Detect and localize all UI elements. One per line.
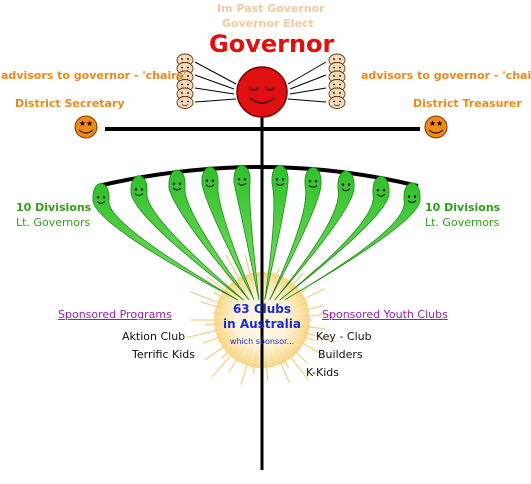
advisor-rays-right [287,61,327,103]
program-item-terrific-kids: Terrific Kids [132,348,195,361]
advisor-face-icon [328,96,346,109]
governor-face-icon [236,66,288,118]
division-leaf [233,164,260,301]
advisor-faces-left [176,53,194,109]
district-treasurer-label: District Treasurer [413,97,522,110]
division-leaf [269,166,322,301]
advisor-rays-left [194,61,237,103]
advisor-face-icon [176,96,194,109]
clubs-sponsor-label: which sponsor... [229,337,295,346]
secretary-face-icon: ★★ [74,115,98,139]
divisions-right-sub: Lt. Governors [425,216,500,229]
svg-text:★★: ★★ [79,119,93,128]
past-governor-label: Im Past Governor [217,2,325,15]
divisions-left-sub: Lt. Governors [16,216,91,229]
advisors-right-label: advisors to governor - 'chairs' [361,69,531,82]
youth-item-key-club: Key - Club [316,330,372,343]
divisions-right-title: 10 Divisions [425,201,501,214]
division-leaf [274,170,355,301]
treasurer-face-icon: ★★ [424,115,448,139]
divisions-left-title: 10 Divisions [16,201,92,214]
division-leaves [92,164,421,301]
division-leaf [264,164,289,301]
division-leaf [201,166,255,301]
advisor-faces-right [328,53,346,109]
governor-title: Governor [209,30,335,58]
division-leaf [130,175,244,301]
clubs-count-label: 63 Clubs [232,302,292,316]
advisors-left-label: advisors to governor - 'chairs' [1,69,187,82]
svg-text:★★: ★★ [429,119,443,128]
youth-item-k-kids: K-Kids [306,366,340,379]
program-item-aktion-club: Aktion Club [122,330,186,343]
governor-elect-label: Governor Elect [222,17,314,30]
division-leaf [168,169,250,301]
district-secretary-label: District Secretary [15,97,125,110]
division-leaf [92,182,239,301]
sponsored-programs-title: Sponsored Programs [58,308,172,321]
clubs-location-label: in Australia [223,317,301,331]
division-leaf [284,182,421,301]
youth-item-builders: Builders [318,348,363,361]
division-leaf [279,175,390,301]
sponsored-youth-title: Sponsored Youth Clubs [322,308,448,321]
